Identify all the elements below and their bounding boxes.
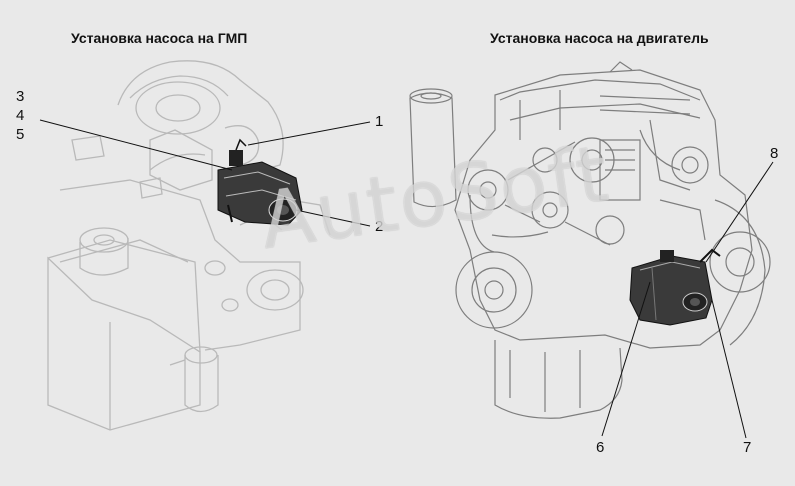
pump-on-engine	[629, 248, 721, 326]
pump-on-transmission	[217, 138, 303, 226]
leader-lines	[39, 119, 774, 439]
callout-7: 7	[743, 439, 752, 456]
leader-3-4-5	[39, 119, 233, 171]
callout-2: 2	[375, 218, 384, 235]
callout-1: 1	[375, 113, 384, 130]
callout-5: 5	[16, 126, 25, 143]
callout-3: 3	[16, 88, 25, 105]
callout-6: 6	[596, 439, 605, 456]
leader-8	[705, 161, 774, 263]
engine-assembly	[409, 61, 771, 419]
caption-transmission-mount: Установка насоса на ГМП	[71, 30, 248, 46]
leader-2	[295, 209, 371, 227]
callout-4: 4	[16, 107, 25, 124]
leader-1	[247, 121, 371, 146]
caption-engine-mount: Установка насоса на двигатель	[490, 30, 709, 46]
leader-6	[601, 281, 651, 437]
callout-8: 8	[770, 145, 779, 162]
transmission-assembly	[47, 60, 331, 431]
leader-7	[711, 299, 747, 439]
